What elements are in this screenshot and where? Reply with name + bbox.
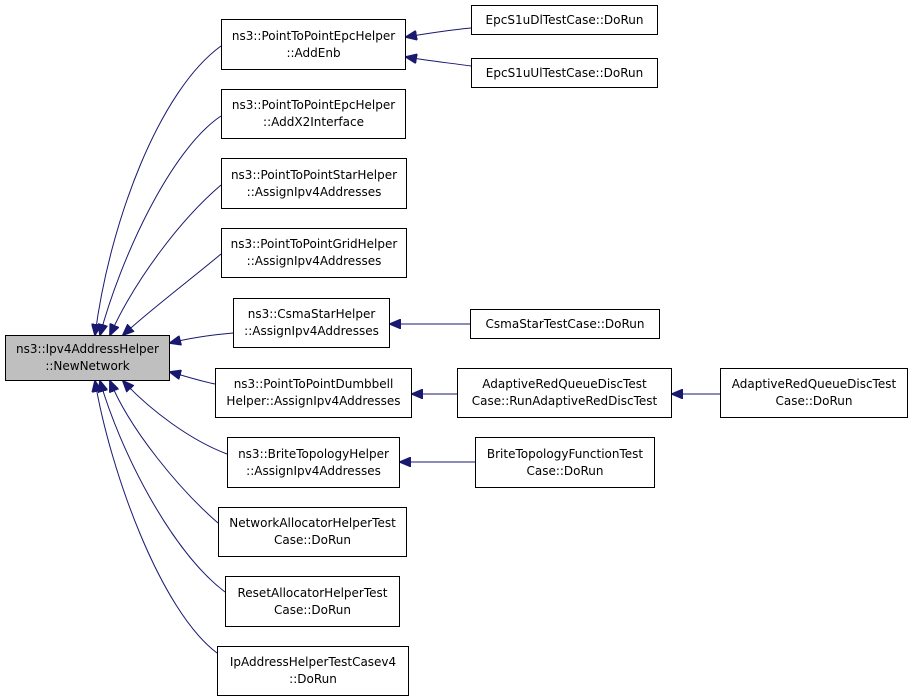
node-line: Helper::AssignIpv4Addresses — [226, 394, 401, 408]
node-line: ::AssignIpv4Addresses — [244, 324, 379, 338]
edge-brite-to-newnetwork — [123, 381, 228, 455]
node-line: ns3::PointToPointGridHelper — [230, 237, 398, 251]
edge-addx2-to-newnetwork — [100, 115, 222, 335]
node-line: ns3::Ipv4AddressHelper — [16, 342, 159, 356]
node-line: ResetAllocatorHelperTest — [237, 585, 388, 600]
node-brite-topology-test[interactable]: BriteTopologyFunctionTest Case::DoRun — [475, 437, 655, 488]
node-p2p-epc-addx2interface[interactable]: ns3::PointToPointEpcHelper ::AddX2Interf… — [221, 89, 406, 139]
node-line: ::AssignIpv4Addresses — [246, 254, 382, 268]
node-line: ::DoRun — [289, 672, 337, 686]
edge-ipaddr-to-newnetwork — [95, 381, 218, 654]
node-line: ns3::CsmaStarHelper — [247, 307, 376, 321]
node-line: CsmaStarTestCase::DoRun — [485, 316, 645, 331]
node-csma-star-test[interactable]: CsmaStarTestCase::DoRun — [470, 309, 660, 339]
node-adaptive-red-run-test[interactable]: AdaptiveRedQueueDiscTest Case::RunAdapti… — [457, 368, 672, 418]
node-p2p-epc-addenb[interactable]: ns3::PointToPointEpcHelper ::AddEnb — [221, 19, 406, 70]
node-line: AdaptiveRedQueueDiscTest — [482, 377, 647, 391]
edge-epcdl-to-addenb — [406, 27, 472, 37]
node-line: ns3::BriteTopologyHelper — [238, 446, 389, 461]
node-line: ns3::PointToPointEpcHelper — [231, 98, 396, 112]
edge-dumbbell-to-newnetwork — [170, 372, 216, 385]
node-line: Case::RunAdaptiveRedDiscTest — [471, 394, 658, 408]
edge-p2pstar-to-newnetwork — [110, 184, 222, 335]
node-line: ::AssignIpv4Addresses — [246, 184, 382, 199]
edge-epcul-to-addenb — [406, 57, 472, 67]
node-network-allocator-test[interactable]: NetworkAllocatorHelperTest Case::DoRun — [218, 507, 407, 557]
node-line: ns3::PointToPointDumbbell — [233, 377, 394, 391]
node-line: AdaptiveRedQueueDiscTest — [731, 377, 897, 391]
node-p2p-grid-assign[interactable]: ns3::PointToPointGridHelper ::AssignIpv4… — [221, 228, 407, 278]
edge-addenb-to-newnetwork — [95, 45, 222, 335]
node-line: NetworkAllocatorHelperTest — [229, 516, 396, 530]
node-csma-star-assign[interactable]: ns3::CsmaStarHelper ::AssignIpv4Addresse… — [233, 298, 390, 348]
node-line: ::NewNetwork — [45, 359, 130, 373]
newnetwork-node: ns3::Ipv4AddressHelper ::NewNetwork — [5, 335, 170, 381]
node-ipaddress-helper-test[interactable]: IpAddressHelperTestCasev4 ::DoRun — [217, 646, 409, 696]
edge-netalloc-to-newnetwork — [110, 381, 219, 524]
node-line: EpcS1uDlTestCase::DoRun — [485, 12, 644, 27]
node-brite-topology-assign[interactable]: ns3::BriteTopologyHelper ::AssignIpv4Add… — [227, 437, 400, 488]
node-line: IpAddressHelperTestCasev4 — [229, 655, 397, 669]
node-adaptive-red-dorun[interactable]: AdaptiveRedQueueDiscTest Case::DoRun — [720, 368, 908, 418]
node-p2p-star-assign[interactable]: ns3::PointToPointStarHelper ::AssignIpv4… — [221, 158, 407, 209]
node-line: ns3::PointToPointStarHelper — [230, 167, 398, 182]
edge-csmastar-to-newnetwork — [170, 332, 234, 343]
edge-resetalloc-to-newnetwork — [100, 381, 226, 593]
node-line: ::AssignIpv4Addresses — [246, 463, 381, 478]
node-epc-s1u-dl-test[interactable]: EpcS1uDlTestCase::DoRun — [471, 5, 658, 35]
node-line: Case::DoRun — [273, 602, 352, 617]
node-reset-allocator-test[interactable]: ResetAllocatorHelperTest Case::DoRun — [225, 576, 400, 627]
node-line: BriteTopologyFunctionTest — [486, 446, 644, 461]
node-epc-s1u-ul-test[interactable]: EpcS1uUlTestCase::DoRun — [471, 58, 658, 88]
node-p2p-dumbbell-assign[interactable]: ns3::PointToPointDumbbell Helper::Assign… — [215, 368, 412, 418]
node-line: EpcS1uUlTestCase::DoRun — [485, 65, 644, 80]
node-line: Case::DoRun — [775, 394, 853, 408]
node-line: ::AddX2Interface — [263, 115, 364, 129]
edge-p2pgrid-to-newnetwork — [123, 253, 222, 335]
node-line: ns3::PointToPointEpcHelper — [231, 28, 396, 43]
node-line: ::AddEnb — [286, 45, 341, 60]
node-line: Case::DoRun — [273, 533, 352, 547]
node-line: Case::DoRun — [526, 463, 604, 478]
